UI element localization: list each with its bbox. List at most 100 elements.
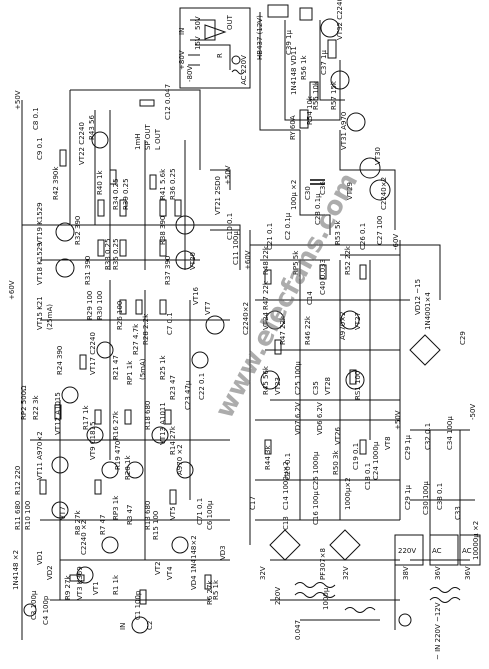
in-label: IN	[119, 623, 127, 630]
svg-text:R3 47: R3 47	[126, 505, 134, 525]
lout-label: L OUT	[154, 128, 162, 150]
svg-text:VD2: VD2	[46, 565, 54, 580]
svg-text:C34 100μ: C34 100μ	[446, 416, 454, 450]
svg-text:C37 1μ: C37 1μ	[320, 50, 328, 75]
svg-text:R36 0.25: R36 0.25	[169, 168, 177, 200]
svg-text:VD6 6.2V: VD6 6.2V	[316, 402, 324, 435]
inset-label-n80v: -80V	[186, 66, 194, 82]
svg-text:R57 15k: R57 15k	[330, 80, 338, 110]
svg-text:VD7 6.2V: VD7 6.2V	[294, 402, 302, 435]
svg-text:C39 1μ: C39 1μ	[285, 30, 293, 55]
svg-text:VD1: VD1	[36, 550, 44, 565]
svg-text:R14 27k: R14 27k	[169, 425, 177, 455]
svg-text:R47 22k: R47 22k	[262, 280, 270, 310]
svg-text:C11 100μ: C11 100μ	[232, 231, 240, 265]
svg-text:RP5 5k: RP5 5k	[292, 250, 300, 275]
svg-text:C12 0.047: C12 0.047	[164, 84, 172, 120]
svg-text:R53 5k: R53 5k	[334, 220, 342, 245]
svg-text:C36: C36	[319, 181, 327, 195]
inset-label-in: IN	[178, 28, 186, 35]
svg-text:VD3: VD3	[219, 545, 227, 560]
svg-text:VT18 K1529: VT18 K1529	[36, 242, 44, 285]
svg-text:C25 100μ: C25 100μ	[294, 361, 302, 395]
rail-p50-right: +50V	[394, 410, 402, 430]
svg-text:C20 0.1: C20 0.1	[284, 453, 292, 480]
transistor-shapes	[23, 131, 365, 634]
svg-text:C32 0.1: C32 0.1	[424, 423, 432, 450]
svg-text:C71 0.1: C71 0.1	[196, 498, 204, 525]
svg-text:C19 0.1: C19 0.1	[352, 443, 360, 470]
svg-text:VT1: VT1	[92, 581, 100, 595]
svg-text:VT3 K369: VT3 K369	[76, 566, 84, 600]
svg-text:C38 0.1: C38 0.1	[436, 483, 444, 510]
svg-text:VT21 2SD0: VT21 2SD0	[214, 176, 222, 215]
svg-text:C7 0.1: C7 0.1	[166, 312, 174, 335]
svg-text:C29 1μ: C29 1μ	[404, 485, 412, 510]
svg-text:100μ ×2: 100μ ×2	[290, 180, 298, 210]
svg-text:C3 100μ: C3 100μ	[30, 590, 38, 620]
svg-text:R27 4.7k: R27 4.7k	[132, 323, 140, 355]
svg-text:36V: 36V	[434, 566, 442, 580]
svg-text:RP3 1k: RP3 1k	[112, 495, 120, 520]
svg-text:R15 100: R15 100	[152, 511, 160, 540]
inset-label-15v: 15V	[194, 36, 202, 50]
svg-text:1mH: 1mH	[134, 133, 142, 150]
svg-text:R23 47: R23 47	[169, 375, 177, 400]
bridges: 220V AC AC	[269, 334, 481, 566]
svg-text:C24 1000μ: C24 1000μ	[372, 441, 380, 480]
svg-text:1N4148 ×2: 1N4148 ×2	[12, 550, 20, 590]
svg-text:R41 5.6k: R41 5.6k	[159, 168, 167, 200]
svg-text:VT2: VT2	[154, 561, 162, 575]
main-wiring	[21, 89, 475, 640]
svg-text:38V: 38V	[402, 566, 410, 580]
rail-n50-right: -50V	[469, 404, 477, 420]
svg-text:1N4001×4: 1N4001×4	[424, 292, 432, 330]
svg-text:RP1 1k: RP1 1k	[126, 360, 134, 385]
inset-out-label: OUT	[226, 14, 234, 30]
svg-text:C28 0.1μ: C28 0.1μ	[314, 193, 322, 225]
svg-text:R46 22k: R46 22k	[304, 315, 312, 345]
svg-text:VT32 C2240: VT32 C2240	[336, 0, 344, 40]
svg-text:VT22 C2240: VT22 C2240	[78, 122, 86, 165]
svg-text:VT12 A1015: VT12 A1015	[54, 392, 62, 435]
svg-text:R8 27k: R8 27k	[74, 510, 82, 535]
svg-text:VT31 A970: VT31 A970	[340, 112, 348, 150]
ac-block-1: 220V	[398, 547, 416, 555]
svg-text:VT9 C1815: VT9 C1815	[89, 422, 97, 460]
svg-text:C17: C17	[249, 496, 257, 510]
inset-label-r: R	[216, 53, 224, 58]
svg-text:VT7: VT7	[59, 506, 67, 520]
svg-text:C18 0.1: C18 0.1	[364, 463, 372, 490]
svg-text:R13 680: R13 680	[144, 501, 152, 530]
svg-text:C16 100μ: C16 100μ	[312, 491, 320, 525]
svg-text:32V: 32V	[259, 566, 267, 580]
svg-text:R30 100: R30 100	[96, 291, 104, 320]
protection-block: HB437 (12V) C39 1μ 1N4148 VD11 R56 1k C3…	[256, 0, 396, 235]
svg-text:1N4148 VD11: 1N4148 VD11	[290, 46, 298, 95]
svg-text:R56 1k: R56 1k	[300, 55, 308, 80]
svg-text:R34 0.25: R34 0.25	[112, 178, 120, 210]
svg-text:C27 100: C27 100	[376, 216, 384, 245]
svg-text:36V: 36V	[464, 566, 472, 580]
svg-text:R37 390: R37 390	[164, 256, 172, 285]
svg-text:VT27: VT27	[354, 312, 362, 330]
transformers	[294, 582, 461, 627]
svg-text:AC: AC	[462, 547, 472, 555]
svg-text:VT13 A1011: VT13 A1011	[159, 402, 167, 445]
rail-p50-top: +50V	[14, 90, 22, 110]
rail-p50-mid: +50V	[224, 165, 232, 185]
svg-text:C23 47μ: C23 47μ	[184, 380, 192, 410]
svg-text:C21 0.1: C21 0.1	[266, 223, 274, 250]
svg-text:R39 0.25: R39 0.25	[122, 178, 130, 210]
svg-text:PF307×8: PF307×8	[319, 548, 327, 580]
svg-text:VD12 ~15: VD12 ~15	[414, 279, 422, 315]
svg-text:R21 47: R21 47	[112, 355, 120, 380]
svg-text:VD4 1N4148×2: VD4 1N4148×2	[190, 535, 198, 590]
svg-text:R40 1k: R40 1k	[96, 170, 104, 195]
svg-text:R28 2.2k: R28 2.2k	[142, 313, 150, 345]
svg-text:R47 22k: R47 22k	[279, 315, 287, 345]
svg-text:0.047: 0.047	[294, 620, 302, 640]
sp-out-label: SP OUT	[144, 123, 152, 150]
